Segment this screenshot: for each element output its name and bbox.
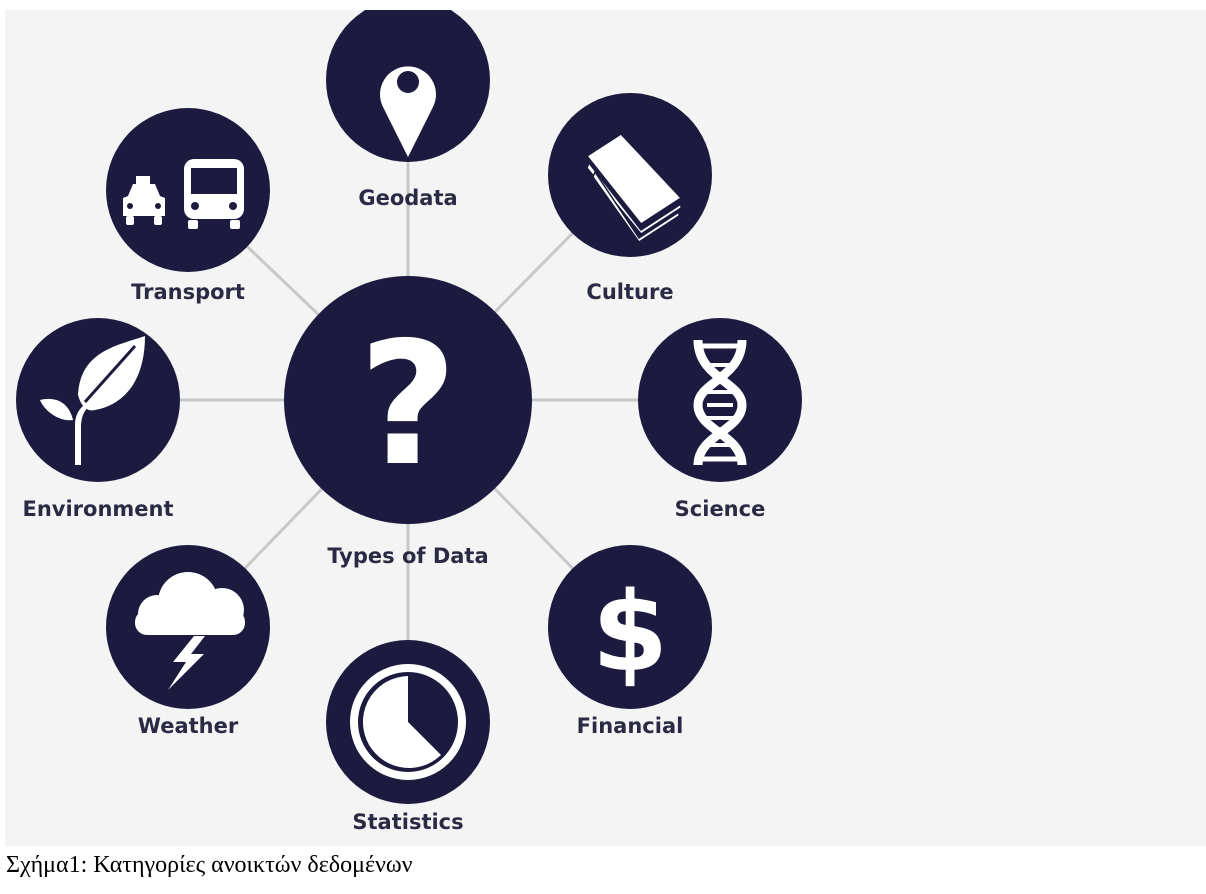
map-pin-icon	[380, 66, 436, 157]
dollar-icon: $	[592, 568, 669, 696]
label-transport: Transport	[131, 280, 245, 304]
label-science: Science	[674, 497, 766, 521]
science-node	[638, 318, 802, 482]
label-statistics: Statistics	[352, 810, 464, 834]
dna-icon	[693, 339, 747, 466]
statistics-node	[326, 640, 490, 804]
label-environment: Environment	[22, 497, 174, 521]
label-weather: Weather	[137, 714, 239, 738]
financial-node: $	[548, 545, 712, 709]
figure-caption: Σχήμα1: Κατηγορίες ανοικτών δεδομένων	[6, 852, 413, 878]
diagram-canvas: ?	[16, 10, 802, 804]
geodata-node	[326, 10, 490, 162]
label-center: Types of Data	[327, 544, 489, 568]
center-node: ?	[284, 276, 532, 524]
weather-node	[106, 545, 270, 709]
environment-node	[16, 318, 180, 482]
storm-cloud-icon	[135, 572, 245, 690]
book-icon	[585, 133, 683, 244]
label-financial: Financial	[576, 714, 684, 738]
transport-node	[106, 108, 270, 272]
question-mark-icon: ?	[359, 306, 458, 504]
label-culture: Culture	[586, 280, 674, 304]
clock-chart-icon	[350, 664, 466, 780]
types-of-data-figure: ?	[5, 10, 1206, 846]
culture-node	[548, 93, 712, 257]
label-geodata: Geodata	[358, 186, 458, 210]
